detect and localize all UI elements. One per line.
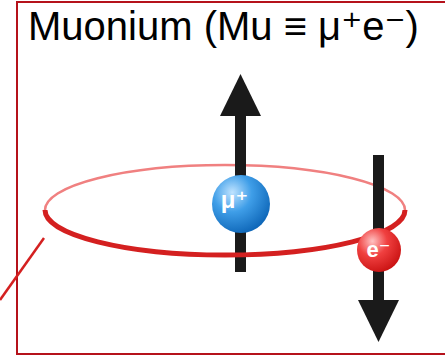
electron-sphere: e⁻ [357,228,401,272]
particle-label: μ⁺ [221,188,248,212]
muon-sphere: μ⁺ [212,175,270,233]
spin-arrow-head [220,74,261,116]
spin-arrow-head [358,300,399,342]
particle-label: e⁻ [367,239,391,261]
diagram-title: Muonium (Mu ≡ μ⁺e⁻) [28,4,419,48]
frame [17,2,445,354]
pointer-line [0,238,44,300]
